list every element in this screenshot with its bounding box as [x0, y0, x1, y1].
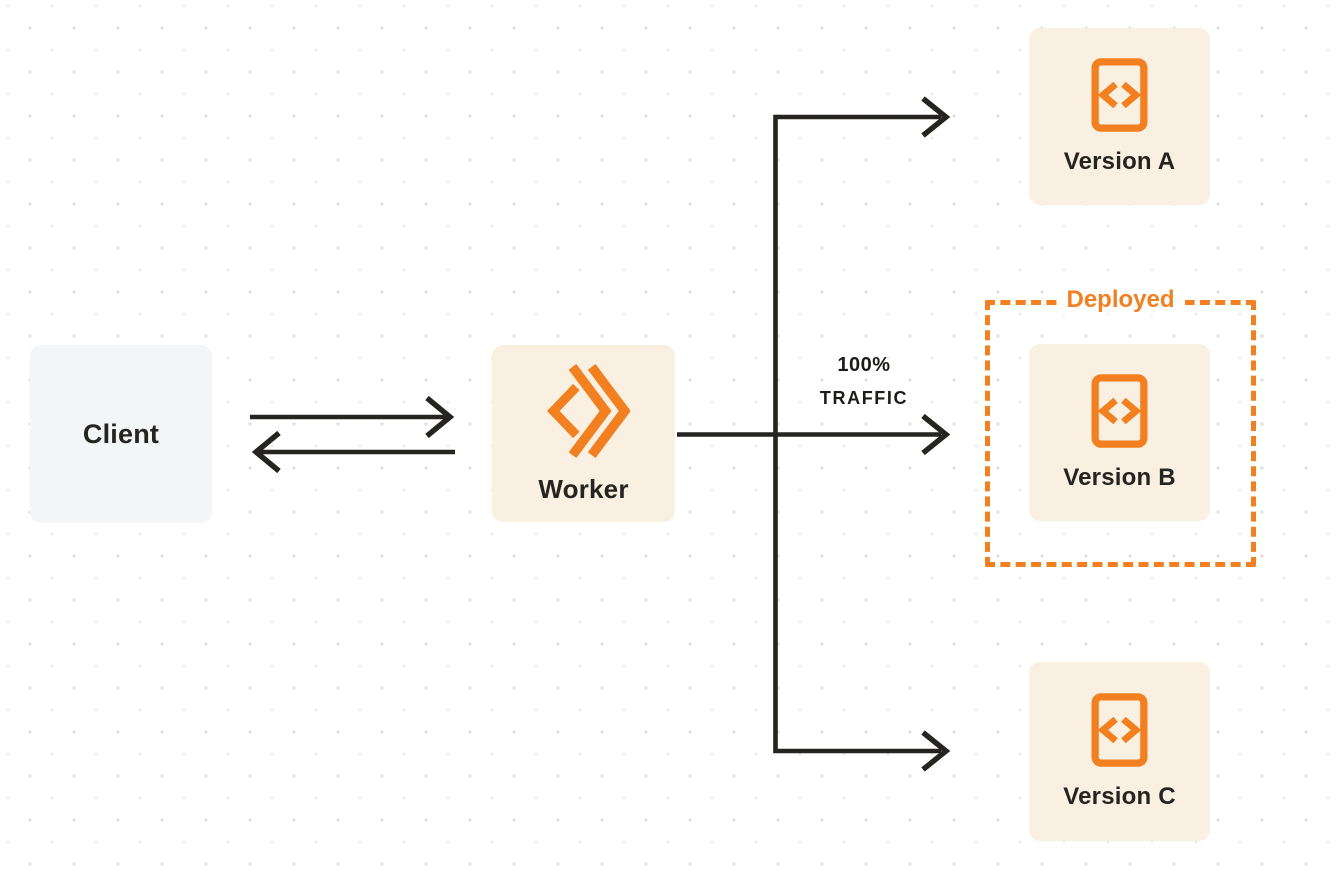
node-version-b: Version B: [1029, 344, 1210, 521]
version-a-label: Version A: [1063, 147, 1176, 175]
workers-logo-icon: [538, 362, 630, 460]
node-worker: Worker: [492, 345, 675, 522]
arrowhead-version-c: [921, 730, 951, 772]
arrowhead-version-a: [921, 96, 951, 138]
worker-label: Worker: [538, 474, 629, 504]
version-c-label: Version C: [1063, 782, 1176, 810]
traffic-word: TRAFFIC: [819, 388, 909, 408]
code-file-icon: [1091, 692, 1148, 767]
code-file-icon: [1091, 373, 1148, 448]
node-version-c: Version C: [1029, 662, 1210, 841]
deployed-region: Deployed: [985, 286, 1256, 567]
branch-trunk: [773, 114, 941, 754]
node-client: Client: [30, 345, 212, 523]
node-version-a: Version A: [1029, 28, 1210, 205]
traffic-annotation: 100% TRAFFIC: [788, 349, 940, 415]
client-label: Client: [82, 418, 160, 449]
version-b-label: Version B: [1063, 463, 1176, 491]
arrowhead-worker-to-client: [251, 430, 281, 474]
arrowhead-client-to-worker: [425, 395, 455, 439]
deployed-label: Deployed: [1056, 286, 1185, 314]
traffic-percent: 100%: [837, 354, 891, 376]
code-file-icon: [1091, 57, 1148, 132]
arrowhead-version-b: [921, 413, 951, 456]
